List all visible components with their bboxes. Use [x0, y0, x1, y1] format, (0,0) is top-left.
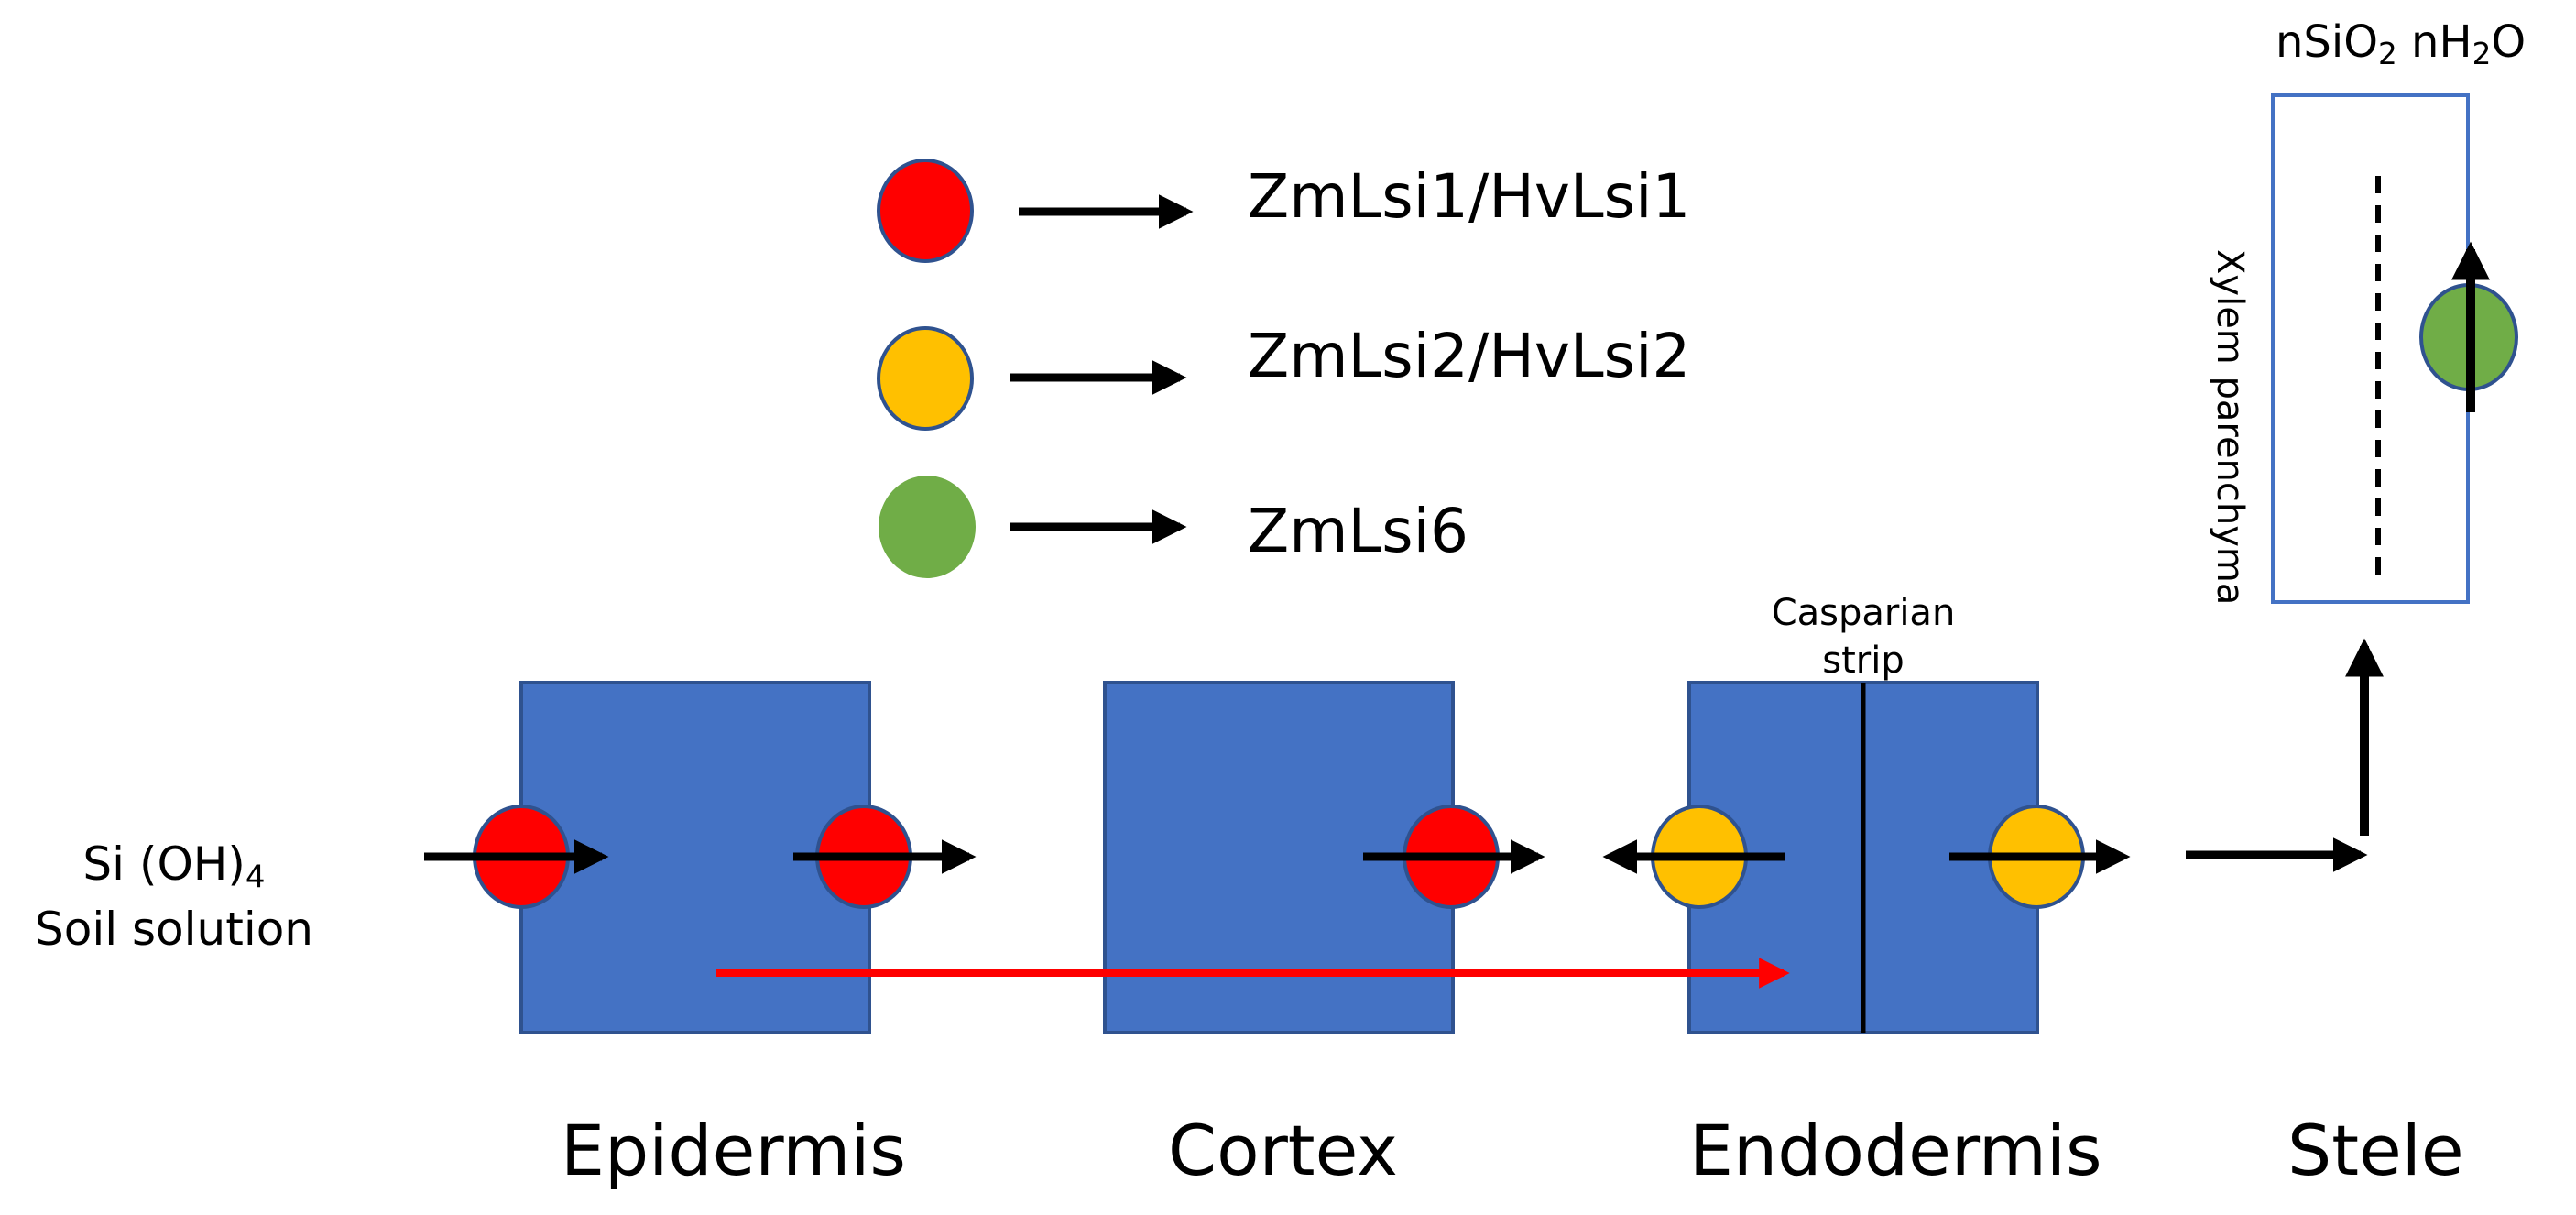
silica-label-part-c: O [2491, 16, 2527, 68]
legend-lsi2-marker [877, 326, 974, 431]
root-cells [519, 681, 2039, 1034]
tissue-label-endodermis: Endodermis [1689, 1110, 2102, 1191]
legend-label-lsi1: ZmLsi1/HvLsi1 [1248, 161, 1691, 232]
silica-label: nSiO2 nH2O [2276, 20, 2526, 70]
casparian-line-2: strip [1822, 640, 1905, 682]
soil-solution-label: Si (OH)4 Soil solution [9, 834, 339, 961]
silica-label-part-b: nH [2396, 16, 2472, 68]
silica-label-part-a: nSiO [2276, 16, 2379, 68]
tissue-label-epidermis: Epidermis [561, 1110, 907, 1191]
soil-formula: Si (OH)4 [9, 834, 339, 899]
tissue-label-cortex: Cortex [1168, 1110, 1399, 1191]
soil-formula-main: Si (OH) [82, 837, 246, 891]
xylem-parenchyma-label: Xylem parenchyma [2209, 249, 2251, 606]
legend-label-lsi2: ZmLsi2/HvLsi2 [1248, 321, 1691, 391]
flow-arrows [424, 638, 2384, 874]
silica-label-sub-b: 2 [2472, 37, 2492, 72]
soil-label: Soil solution [34, 903, 313, 957]
legend-label-lsi6: ZmLsi6 [1248, 496, 1468, 566]
xylem-box [2271, 93, 2518, 604]
legend [877, 159, 1194, 578]
casparian-strip-label: Casparian strip [1763, 589, 1964, 684]
tissue-label-stele: Stele [2287, 1110, 2464, 1191]
soil-formula-sub: 4 [245, 859, 266, 896]
silica-label-sub-a: 2 [2378, 37, 2397, 72]
legend-lsi1-marker [877, 159, 974, 263]
casparian-line-1: Casparian [1771, 592, 1956, 634]
legend-lsi6-marker [879, 476, 976, 578]
